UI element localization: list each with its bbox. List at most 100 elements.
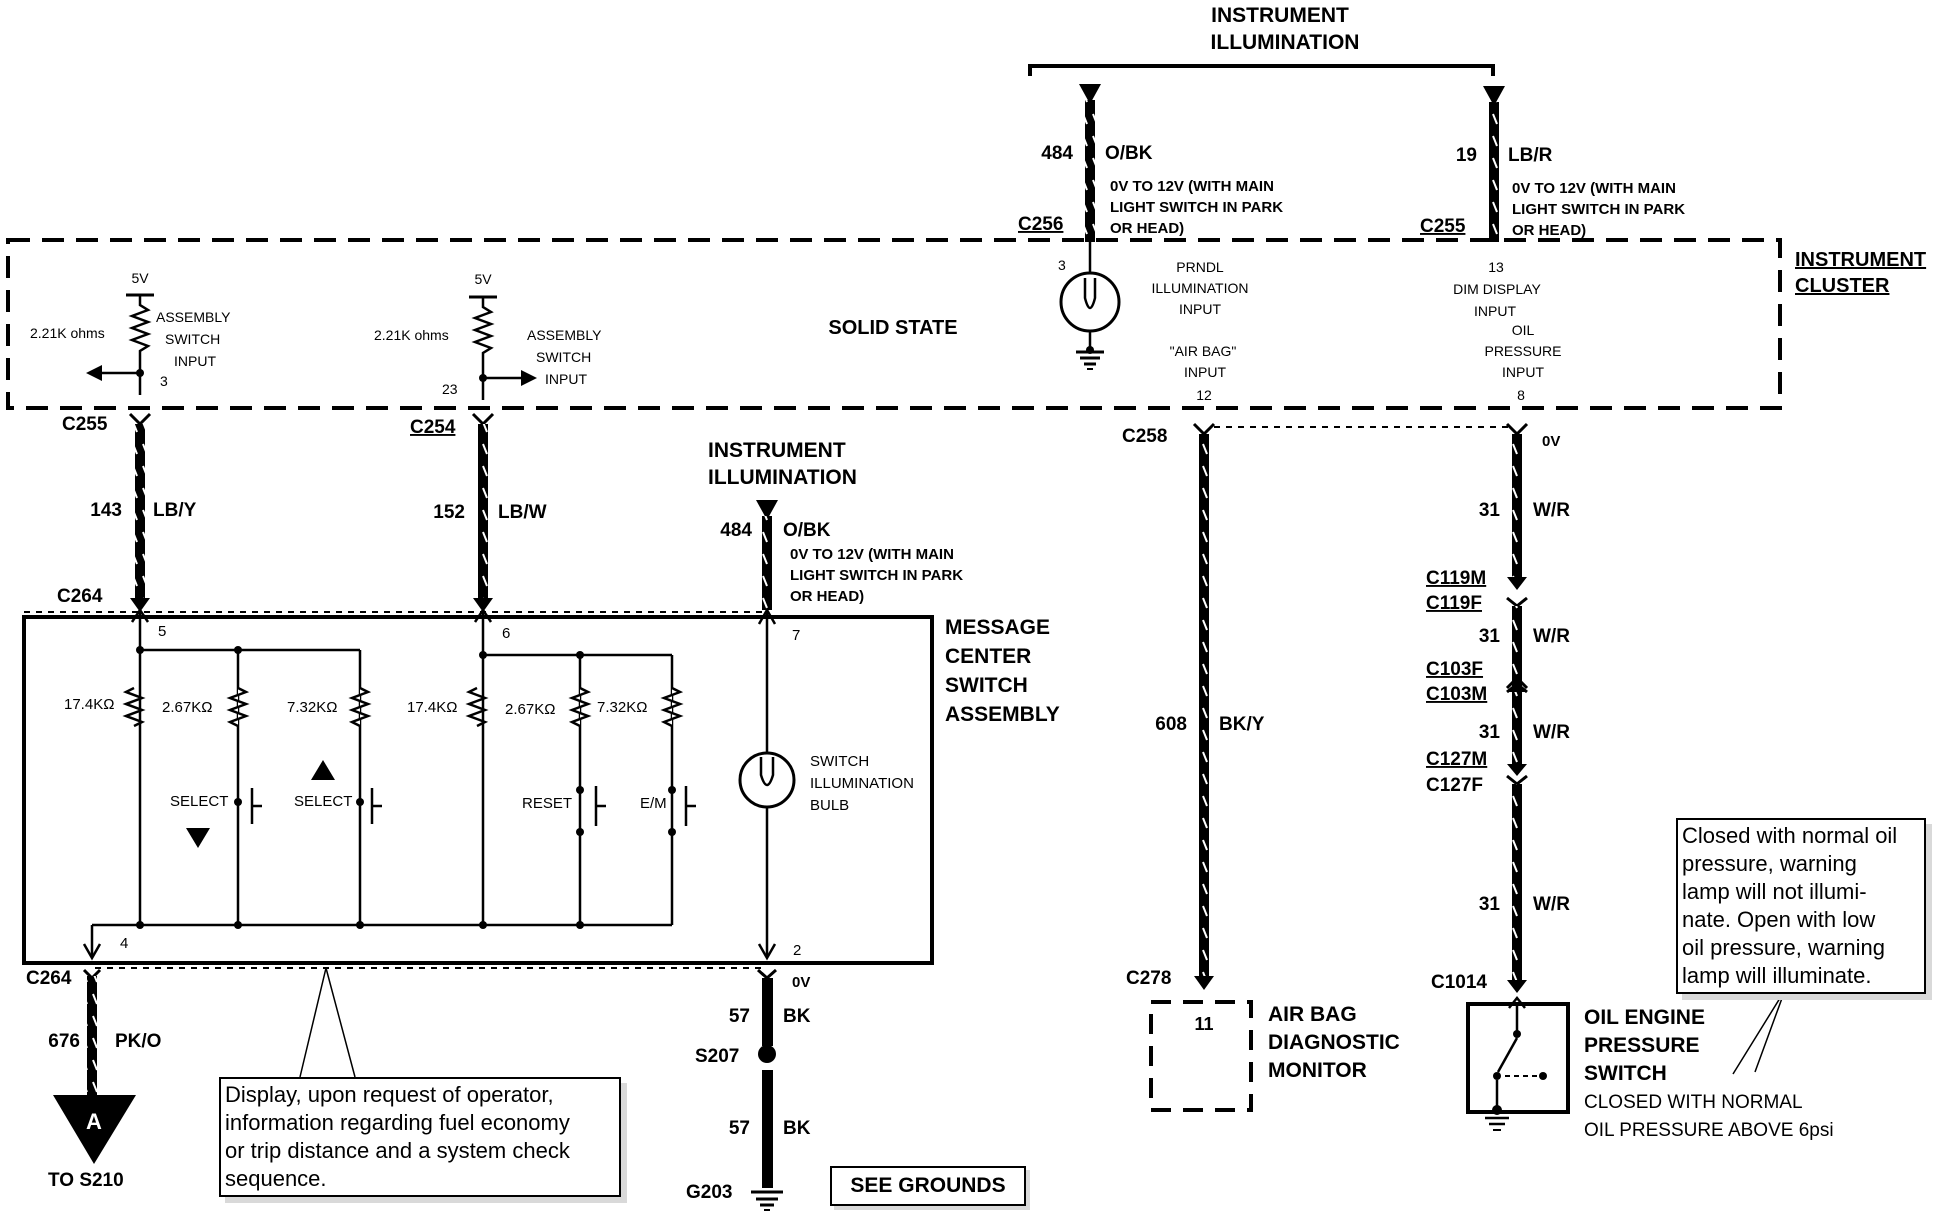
wire-31-2-arrow	[1505, 675, 1529, 690]
msg-resistor-r6	[660, 686, 684, 728]
airbag-monitor-label-3: MONITOR	[1268, 1059, 1367, 1082]
oil-input-label-3: INPUT	[1502, 364, 1544, 380]
instrument-illumination-mid-label-1: INSTRUMENT	[708, 439, 846, 462]
see-grounds-box[interactable]: SEE GROUNDS	[830, 1166, 1026, 1206]
msg-bulb	[738, 751, 796, 809]
solid-state-label: SOLID STATE	[828, 317, 957, 339]
cluster-node-1	[136, 369, 144, 377]
cluster-asm-input-2-c: INPUT	[545, 371, 587, 387]
instrument-cluster-label-2: CLUSTER	[1795, 275, 1890, 297]
wire-484-top-circuit: 484	[1041, 143, 1073, 164]
to-s210-label: TO S210	[48, 1170, 124, 1191]
oil-switch-contact-2	[1493, 1072, 1501, 1080]
connector-c258: C258	[1122, 426, 1167, 447]
oil-switch-label-2: PRESSURE	[1584, 1034, 1700, 1057]
msg-r1-label: 17.4KΩ	[64, 696, 114, 713]
wire-484-top-note-1: 0V TO 12V (WITH MAIN	[1110, 178, 1274, 195]
msg-switch-select-down	[250, 788, 262, 824]
message-center-label-2: CENTER	[945, 645, 1031, 668]
cluster-pin3: 3	[160, 373, 168, 389]
connector-c264-c: C264	[26, 968, 72, 989]
arrow-down-icon	[186, 828, 210, 848]
wire-19-note-2: LIGHT SWITCH IN PARK	[1512, 201, 1685, 218]
message-center-label-3: SWITCH	[945, 674, 1028, 697]
airbag-monitor-box	[1149, 1000, 1253, 1112]
msg-resistor-r5	[568, 686, 592, 728]
wire-676	[87, 976, 97, 1096]
msg-pin2: 2	[793, 942, 801, 959]
wire-31-3	[1512, 692, 1522, 766]
msg-node-r2-top	[234, 646, 242, 654]
cluster-asm-input-1-c: INPUT	[174, 353, 216, 369]
wire-31-3-arrow	[1507, 764, 1527, 776]
wire-19-note-3: OR HEAD)	[1512, 222, 1586, 239]
cluster-pin3-lamp: 3	[1058, 257, 1066, 273]
instrument-illumination-top-label-1: INSTRUMENT	[1211, 4, 1349, 27]
connector-c127f: C127F	[1426, 775, 1483, 796]
ov-ground-label: 0V	[792, 974, 810, 991]
wire-484-top-arrow	[1079, 84, 1101, 104]
airbag-monitor-label-1: AIR BAG	[1268, 1003, 1357, 1026]
oil-switch-contact-1	[1513, 1030, 1521, 1038]
message-center-label-4: ASSEMBLY	[945, 703, 1060, 726]
oil-note-line-3: lamp will not illumi-	[1682, 879, 1867, 904]
display-note-line-3: or trip distance and a system check	[225, 1138, 570, 1163]
wire-31-4-color: W/R	[1533, 894, 1570, 915]
wire-31-2-circuit: 31	[1479, 626, 1501, 647]
oil-switch-arrow-top	[1508, 995, 1526, 1009]
wire-608	[1199, 434, 1209, 979]
msg-node-bus-3	[356, 921, 364, 929]
connector-c103f: C103F	[1426, 659, 1483, 680]
wire-484-top-color: O/BK	[1105, 143, 1153, 164]
wire-152	[478, 424, 488, 602]
msg-sw-select-up-label: SELECT	[294, 793, 352, 810]
ground-g203-label: G203	[686, 1182, 732, 1203]
airbag-input-label-2: INPUT	[1184, 364, 1226, 380]
oil-note-line-6: lamp will illuminate.	[1682, 963, 1872, 988]
connector-c254: C254	[410, 417, 456, 438]
wire-143-cap-top	[128, 412, 152, 427]
wire-31-2-cap	[1506, 596, 1528, 608]
wire-31-cap-top	[1505, 422, 1529, 437]
wire-31-2	[1512, 606, 1522, 686]
msg-switch-reset-contact	[576, 786, 584, 794]
arrow-up-icon	[311, 760, 335, 780]
msg-switch-select-up	[370, 788, 382, 824]
msg-r2-label: 2.67KΩ	[162, 699, 212, 716]
msg-resistor-r1	[122, 686, 146, 728]
wire-57-1-color: BK	[783, 1006, 811, 1027]
splice-s207	[758, 1045, 776, 1063]
wire-143-arrow-bottom	[130, 598, 150, 612]
msg-bulb-label-1: SWITCH	[810, 753, 869, 770]
splice-s207-label: S207	[695, 1046, 739, 1067]
airbag-monitor-label-2: DIAGNOSTIC	[1268, 1031, 1400, 1054]
wire-31-1-arrow	[1507, 577, 1527, 590]
cluster-r221-2: 2.21K ohms	[374, 327, 449, 343]
cluster-node-2	[479, 374, 487, 382]
oil-switch-note-1: CLOSED WITH NORMAL	[1584, 1092, 1803, 1113]
prndl-label-1: PRNDL	[1176, 259, 1224, 275]
oil-switch-note-2: OIL PRESSURE ABOVE 6psi	[1584, 1120, 1834, 1141]
msg-sw-em-label: E/M	[640, 795, 667, 812]
msg-switch-em-contact	[668, 786, 676, 794]
wire-152-color: LB/W	[498, 502, 547, 523]
wire-152-circuit: 152	[433, 502, 465, 523]
msg-switch-reset	[594, 786, 606, 826]
oil-switch-contact-3	[1539, 1072, 1547, 1080]
connector-c255-left: C255	[62, 414, 108, 435]
prndl-label-2: ILLUMINATION	[1152, 280, 1249, 296]
msg-arrow-pin4	[82, 943, 102, 961]
wire-31-2-color: W/R	[1533, 626, 1570, 647]
connector-c119m: C119M	[1426, 568, 1486, 589]
instrument-illumination-bracket	[1028, 64, 1495, 76]
wire-31-4	[1512, 784, 1522, 982]
wire-57-2	[762, 1070, 773, 1188]
msg-pin7: 7	[792, 627, 800, 644]
msg-switch-em	[684, 786, 696, 826]
cluster-r221-1: 2.21K ohms	[30, 325, 105, 341]
connector-c103m: C103M	[1426, 684, 1487, 705]
wire-608-circuit: 608	[1155, 714, 1187, 735]
oil-switch-blade	[1496, 1037, 1519, 1073]
display-note-line-4: sequence.	[225, 1166, 327, 1191]
wire-31-4-circuit: 31	[1479, 894, 1501, 915]
